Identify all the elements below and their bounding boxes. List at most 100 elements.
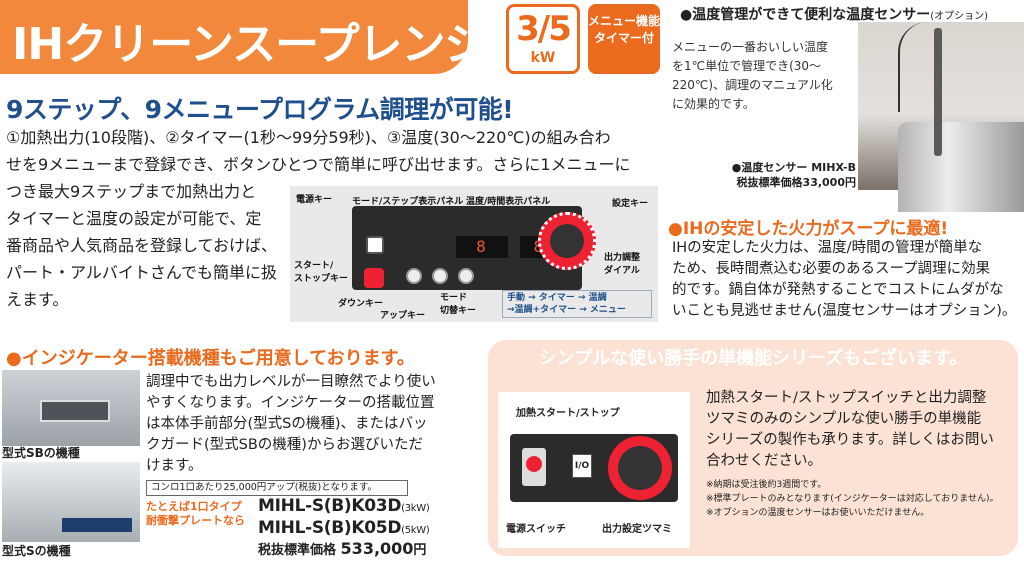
model-name: MIHL-S(B)K03D [258, 496, 402, 516]
steps-line: せを9メニューまで登録でき、ボタンひとつで簡単に呼び出せます。さらに1メニューに [6, 155, 631, 174]
sensor-photo [858, 22, 1024, 212]
sensor-heading-text: ●温度管理ができて便利な温度センサー [680, 7, 931, 23]
knob-center [618, 446, 662, 490]
label-down-key: ダウンキー [338, 299, 384, 309]
sensor-line: を1℃単位で管理でき(30〜 [672, 59, 822, 73]
start-button-red [526, 456, 542, 472]
up-key [432, 268, 448, 284]
model-5kw: MIHL-S(B)K05D(5kW) [258, 518, 430, 538]
label-power-key: 電源キー [296, 195, 333, 205]
mode-flow-line: →温調+タイマー → メニュー [507, 305, 626, 315]
ih-heading: ●IHの安定した火力がスープに最適! [668, 219, 949, 239]
dial-knob [550, 224, 584, 258]
steps-line: タイマーと温度の設定が可能で、定 [6, 209, 262, 228]
indicator-line: けます。 [146, 458, 203, 474]
sb-model-caption: 型式SBの機種 [2, 446, 80, 460]
steps-line: つき最大9ステップまで加熱出力と [6, 182, 257, 201]
simple-line: 加熱スタート/ストップスイッチと出力調整 [706, 390, 987, 406]
sensor-heading: ●温度管理ができて便利な温度センサー(オプション) [680, 4, 988, 24]
sensor-caption: ●温度センサー MIHX-B 税抜標準価格33,000円 [686, 160, 856, 190]
ih-line: いことも見逃せません(温度センサーはオプション)。 [672, 303, 1017, 319]
output-dial [538, 212, 596, 270]
indicator-line: クガード(型式SBの機種)からお選びいただ [146, 437, 423, 453]
sensor-line: 220℃)、調理のマニュアル化 [672, 78, 833, 92]
steps-line: パート・アルバイトさんでも簡単に扱 [6, 263, 278, 282]
simple-heading: シンプルな使い勝手の単機能シリーズもございます。 [538, 348, 968, 369]
sensor-line: メニューの一番おいしい温度 [672, 40, 829, 54]
label-power-switch: 電源スイッチ [506, 524, 566, 535]
step-display: 8 [456, 236, 508, 258]
example-line: たとえば1口タイプ [146, 500, 242, 513]
steps-line: 番商品や人気商品を登録しておけば、 [6, 236, 278, 255]
note-line: ※オプションの温度センサーはお使いいただけません。 [706, 508, 930, 518]
steps-line: えます。 [6, 290, 69, 309]
feature-menu: メニュー機能 [588, 14, 661, 28]
simple-line: 合わせください。 [706, 453, 822, 469]
sensor-price: 税抜標準価格33,000円 [736, 176, 856, 189]
feature-badge: メニュー機能 タイマー付 [588, 4, 660, 74]
ih-line: 的です。鍋自体が発熱することでコストにムダがな [672, 282, 1004, 298]
mode-flow-line: 手動 → タイマー → 温調 [507, 293, 607, 303]
indicator-line: 調理中でも出力レベルが一目瞭然でより使い [146, 374, 436, 390]
sensor-probe [934, 28, 942, 156]
power-switch: I/O [572, 454, 592, 478]
control-panel-diagram: 電源キー モード/ステップ表示パネル 温度/時間表示パネル 設定キー 8 888… [290, 186, 658, 322]
indicator-heading: ●インジケーター搭載機種もご用意しております。 [6, 348, 415, 369]
sensor-model: ●温度センサー MIHX-B [731, 161, 856, 174]
indicator-line: やすくなります。インジケーターの搭載位置 [146, 395, 435, 411]
ih-line: ため、長時間煮込む必要のあるスープ調理に効果 [672, 261, 991, 277]
simple-line: シリーズの製作も承ります。詳しくはお問い [706, 432, 994, 448]
sb-model-photo [2, 370, 140, 446]
simple-notes: ※納期は受注後約3週間です。 ※標準プレートのみとなります(インジケーターは対応… [706, 478, 999, 520]
feature-timer: タイマー付 [593, 31, 654, 45]
indicator-body: 調理中でも出力レベルが一目瞭然でより使い やすくなります。インジケーターの搭載位… [146, 372, 486, 477]
pot-image [898, 122, 1024, 212]
label-temp-display: 温度/時間表示パネル [466, 197, 551, 207]
example-line: 耐衝撃プレートなら [146, 514, 245, 527]
example-note: たとえば1口タイプ 耐衝撃プレートなら [146, 500, 245, 528]
model-name: MIHL-S(B)K05D [258, 518, 402, 538]
s-model-photo [2, 462, 140, 542]
model-3kw: MIHL-S(B)K03D(3kW) [258, 496, 430, 516]
note-line: ※標準プレートのみとなります(インジケーターは対応しておりません)。 [706, 494, 999, 504]
model-kw: (5kW) [401, 525, 430, 536]
ih-body: IHの安定した火力は、温度/時間の管理が簡単な ため、長時間煮込む必要のあるスー… [672, 238, 1022, 322]
note-line: ※納期は受注後約3週間です。 [706, 480, 827, 490]
s-model-caption: 型式Sの機種 [2, 544, 71, 558]
start-stop-key [364, 268, 384, 288]
page-title: IHクリーンスープレンジ [12, 19, 488, 70]
standard-price: 税抜標準価格 533,000円 [258, 539, 426, 558]
indicator-display [40, 400, 110, 422]
label-heat-start: 加熱スタート/ストップ [516, 408, 620, 419]
label-start-stop: スタート/ ストップキー [294, 261, 349, 284]
down-key [406, 268, 422, 284]
indicator-line: は本体手前部分(型式Sの機種)、またはバッ [146, 416, 428, 432]
mode-flow: 手動 → タイマー → 温調 →温調+タイマー → メニュー [502, 290, 652, 318]
price-unit: 円 [413, 543, 427, 558]
sensor-wire [898, 22, 958, 112]
simple-body: 加熱スタート/ストップスイッチと出力調整 ツマミのみのシンプルな使い勝手の単機能… [706, 388, 1016, 472]
simple-line: ツマミのみのシンプルな使い勝手の単機能 [706, 411, 982, 427]
heat-start-button [522, 448, 546, 486]
kw-badge: 3/5 kW [506, 4, 580, 74]
label-mode-display: モード/ステップ表示パネル [352, 197, 464, 207]
title-banner: IHクリーンスープレンジ [0, 0, 488, 74]
price-value: 533,000 [340, 539, 414, 558]
power-key [366, 236, 384, 254]
front-indicator [62, 518, 132, 532]
label-output-knob: 出力設定ツマミ [602, 524, 672, 535]
ih-line: IHの安定した火力は、温度/時間の管理が簡単な [672, 240, 983, 256]
model-kw: (3kW) [401, 503, 430, 514]
sensor-line: に効果的です。 [672, 97, 755, 111]
mode-key [458, 268, 474, 284]
sensor-body: メニューの一番おいしい温度 を1℃単位で管理でき(30〜 220℃)、調理のマニ… [672, 38, 858, 114]
kw-unit: kW [530, 50, 556, 66]
output-knob [608, 436, 672, 500]
steps-heading: 9ステップ、9メニュープログラム調理が可能! [6, 95, 514, 124]
label-mode-key: モード 切替キー [440, 293, 477, 316]
simple-panel-diagram: 加熱スタート/ストップ I/O 電源スイッチ 出力設定ツマミ [498, 392, 690, 548]
price-note: コンロ1口あたり25,000円アップ(税抜)となります。 [146, 480, 408, 496]
label-dial: 出力調整 ダイアル [604, 253, 641, 276]
sensor-heading-note: (オプション) [930, 11, 989, 22]
price-label: 税抜標準価格 [258, 543, 337, 558]
